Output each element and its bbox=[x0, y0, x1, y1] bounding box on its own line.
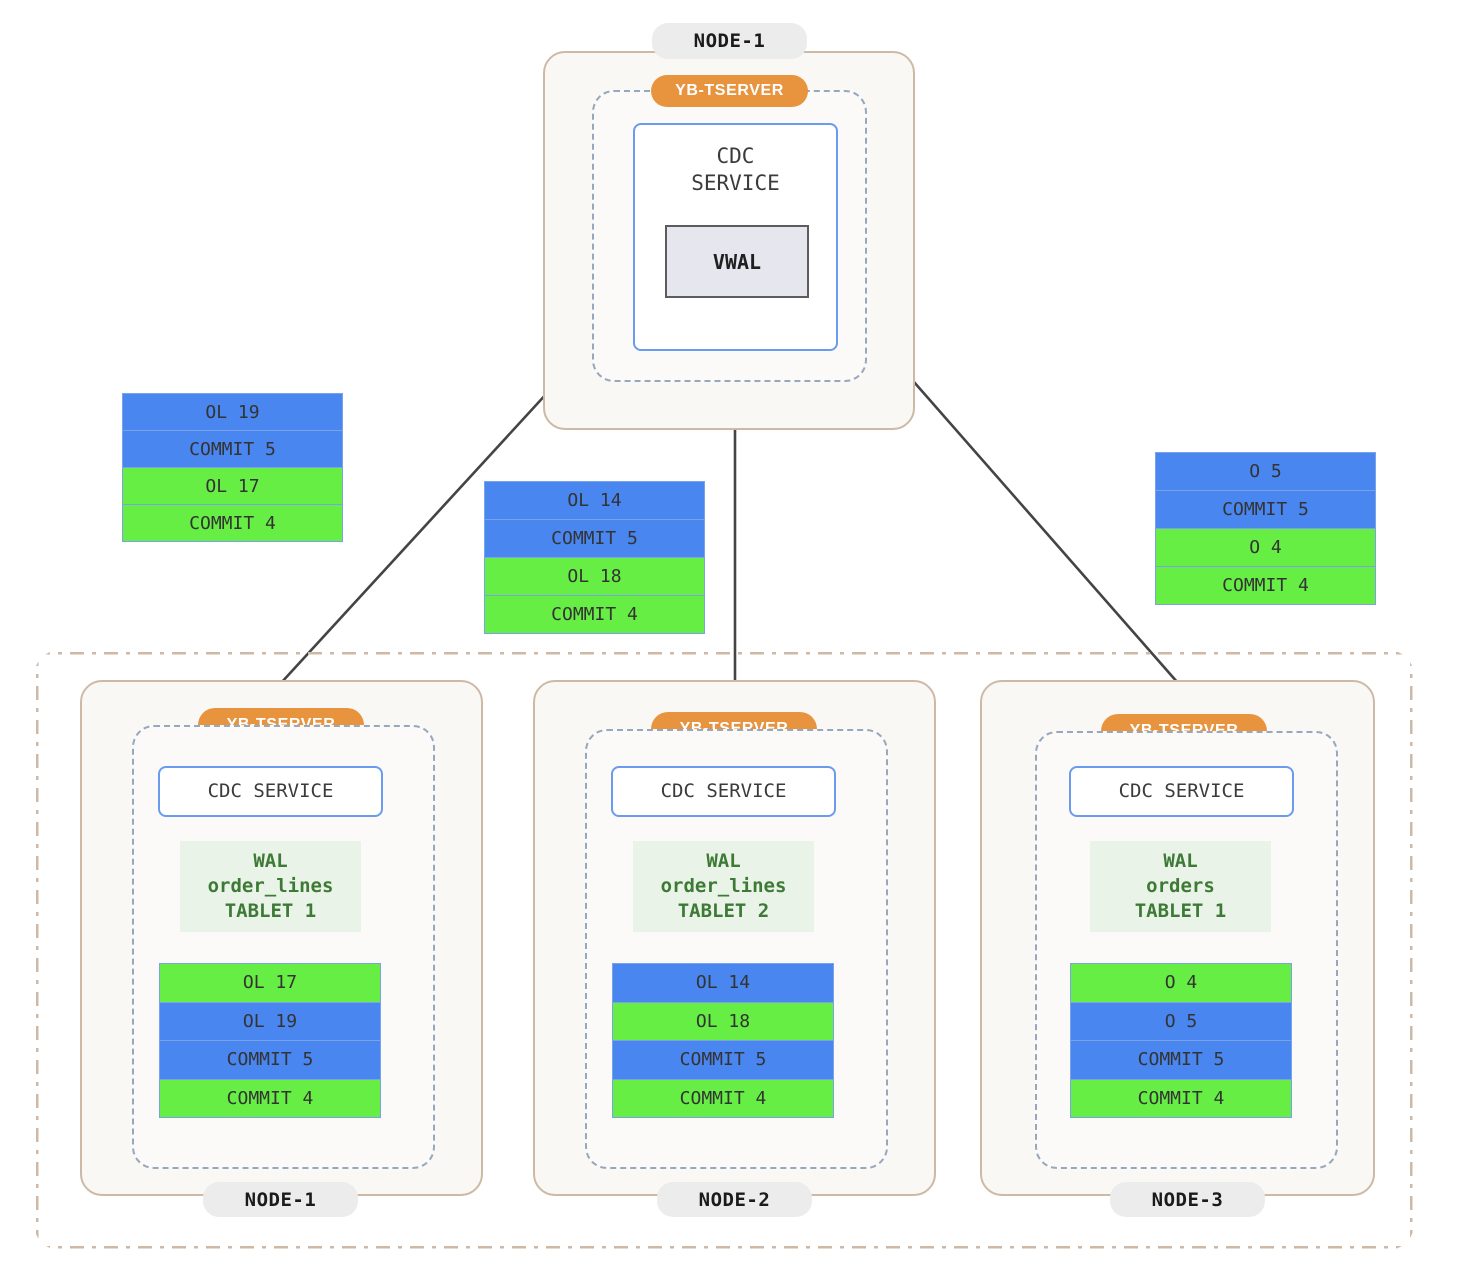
record-row: COMMIT 5 bbox=[123, 431, 342, 468]
wal-line-2: order_lines bbox=[660, 875, 787, 898]
wal-line-2: order_lines bbox=[207, 875, 334, 898]
floating-stack-right: O 5 COMMIT 5 O 4 COMMIT 4 bbox=[1155, 452, 1376, 605]
record-row: O 4 bbox=[1156, 529, 1375, 567]
record-row: COMMIT 5 bbox=[485, 520, 704, 558]
cluster-node-2-label: NODE-2 bbox=[657, 1182, 812, 1217]
record-row: COMMIT 4 bbox=[1071, 1079, 1291, 1117]
cluster-node-1-label: NODE-1 bbox=[203, 1182, 358, 1217]
cluster-node-2-records: OL 14 OL 18 COMMIT 5 COMMIT 4 bbox=[612, 963, 834, 1118]
record-row: COMMIT 4 bbox=[1156, 567, 1375, 604]
record-row: COMMIT 5 bbox=[160, 1041, 380, 1080]
record-row: OL 14 bbox=[613, 964, 833, 1003]
cluster-node-3-records: O 4 O 5 COMMIT 5 COMMIT 4 bbox=[1070, 963, 1292, 1118]
record-row: COMMIT 5 bbox=[613, 1041, 833, 1080]
record-row: O 4 bbox=[1071, 964, 1291, 1003]
record-row: OL 17 bbox=[123, 468, 342, 505]
cluster-node-3-cdc-service: CDC SERVICE bbox=[1069, 766, 1294, 817]
cluster-node-1-wal: WAL order_lines TABLET 1 bbox=[180, 841, 361, 932]
record-row: COMMIT 5 bbox=[1071, 1041, 1291, 1080]
record-row: O 5 bbox=[1071, 1002, 1291, 1041]
record-row: OL 17 bbox=[160, 964, 380, 1003]
record-row: COMMIT 5 bbox=[1156, 491, 1375, 529]
record-row: COMMIT 4 bbox=[160, 1079, 380, 1117]
cluster-node-1-records: OL 17 OL 19 COMMIT 5 COMMIT 4 bbox=[159, 963, 381, 1118]
cluster-node-1-cdc-service: CDC SERVICE bbox=[158, 766, 383, 817]
cluster-node-2-cdc-service: CDC SERVICE bbox=[611, 766, 836, 817]
record-row: OL 14 bbox=[485, 482, 704, 520]
cluster-node-3-label: NODE-3 bbox=[1110, 1182, 1265, 1217]
record-row: OL 19 bbox=[160, 1002, 380, 1041]
floating-stack-left: OL 19 COMMIT 5 OL 17 COMMIT 4 bbox=[122, 393, 343, 542]
record-row: COMMIT 4 bbox=[485, 596, 704, 633]
top-node-label: NODE-1 bbox=[652, 23, 807, 59]
record-row: O 5 bbox=[1156, 453, 1375, 491]
wal-line-3: TABLET 1 bbox=[1134, 899, 1227, 922]
top-node-vwal: VWAL bbox=[665, 225, 809, 298]
wal-line-2: orders bbox=[1146, 875, 1215, 898]
wal-line-1: WAL bbox=[253, 850, 288, 873]
wal-line-1: WAL bbox=[706, 850, 741, 873]
record-row: COMMIT 4 bbox=[123, 505, 342, 541]
cluster-node-2-wal: WAL order_lines TABLET 2 bbox=[633, 841, 814, 932]
floating-stack-middle: OL 14 COMMIT 5 OL 18 COMMIT 4 bbox=[484, 481, 705, 634]
top-node-tserver-label: YB-TSERVER bbox=[651, 75, 808, 107]
wal-line-3: TABLET 2 bbox=[677, 899, 770, 922]
record-row: COMMIT 4 bbox=[613, 1079, 833, 1117]
record-row: OL 19 bbox=[123, 394, 342, 431]
cluster-node-3-wal: WAL orders TABLET 1 bbox=[1090, 841, 1271, 932]
record-row: OL 18 bbox=[485, 558, 704, 596]
record-row: OL 18 bbox=[613, 1002, 833, 1041]
wal-line-1: WAL bbox=[1163, 850, 1198, 873]
wal-line-3: TABLET 1 bbox=[224, 899, 317, 922]
